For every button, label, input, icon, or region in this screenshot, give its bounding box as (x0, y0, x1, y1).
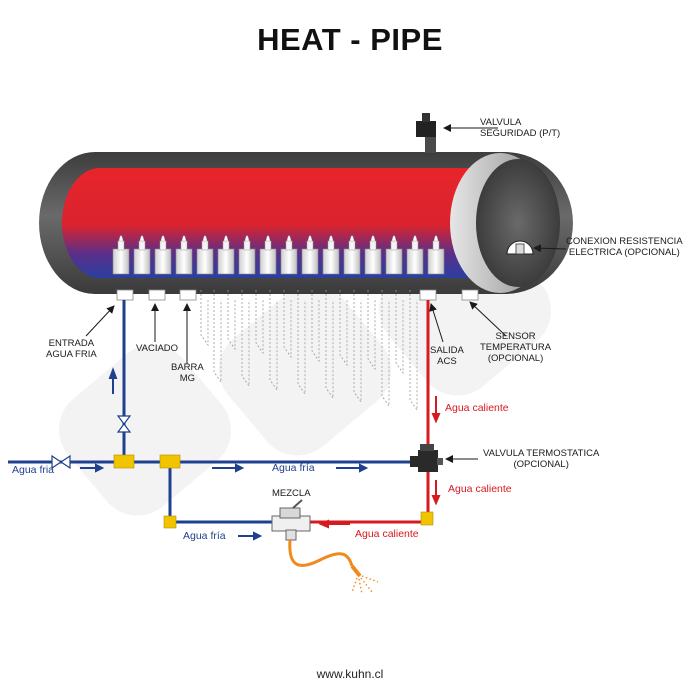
flow-label-agua-caliente-mixer: Agua caliente (355, 528, 419, 540)
label-barra-line1: BARRA (171, 362, 204, 373)
heat-pipe-tube (406, 235, 424, 275)
heat-pipe-tube (280, 235, 298, 275)
label-vaciado: VACIADO (136, 343, 179, 354)
flow-label-agua-caliente-top: Agua caliente (445, 402, 509, 414)
label-valvula-seguridad-line2: SEGURIDAD (P/T) (480, 128, 561, 139)
label-sensor-line1: SENSOR (495, 331, 536, 342)
label-entrada-line1: ENTRADA (48, 338, 95, 349)
label-valvula-seguridad-line1: VALVULA (480, 117, 522, 128)
evacuated-tube-outline (339, 290, 348, 367)
hot-water-pipes (310, 300, 430, 524)
diagram-title: HEAT - PIPE (257, 22, 443, 57)
yellow-tee-fittings (113, 454, 434, 529)
heat-pipe-tubes (112, 235, 445, 275)
label-sensor-line3: (OPCIONAL) (487, 353, 544, 364)
main-valve-icon (51, 454, 71, 470)
evacuated-tube-outline (269, 290, 278, 392)
heat-pipe-tube (112, 235, 130, 275)
mixer-valve-icon (271, 499, 311, 541)
heat-pipe-tube (175, 235, 193, 275)
label-conexion-resistencia: CONEXION RESISTENCIA ELECTRICA (OPCIONAL… (566, 236, 683, 258)
tank-end-face (476, 159, 560, 287)
cold-water-pipes (8, 300, 418, 524)
heat-pipe-tube (343, 235, 361, 275)
label-mezcla: MEZCLA (272, 488, 311, 499)
evacuated-tube-outline (297, 290, 306, 396)
flow-label-agua-fria-main: Agua fría (272, 462, 315, 474)
tank-fittings (116, 289, 479, 301)
label-termostatica-line2: (OPCIONAL) (513, 459, 569, 470)
evacuated-tube-outline (227, 290, 236, 351)
evacuated-tube-outline (395, 290, 404, 375)
label-salida-line1: SALIDA (430, 345, 464, 356)
flow-label-agua-caliente-mid: Agua caliente (448, 483, 512, 495)
heat-pipe-tube (259, 235, 277, 275)
evacuated-tubes-dashed (200, 290, 418, 412)
label-entrada-line2: AGUA FRIA (46, 349, 97, 360)
safety-valve-icon (416, 113, 436, 153)
footer-url: www.kuhn.cl (316, 667, 384, 681)
label-sensor-temperatura: SENSOR TEMPERATURA (OPCIONAL) (480, 331, 551, 364)
evacuated-tube-outline (283, 290, 292, 359)
label-salida-line2: ACS (437, 356, 457, 367)
label-conexion-line2: ELECTRICA (OPCIONAL) (568, 247, 680, 258)
flow-label-agua-fria-mixer: Agua fría (183, 530, 226, 542)
leader-arrows (85, 124, 567, 463)
label-barra-line2: MG (179, 373, 196, 384)
heat-pipe-tube (133, 235, 151, 275)
heat-pipe-tube (385, 235, 403, 275)
evacuated-tube-outline (241, 290, 250, 388)
heat-pipe-tube (196, 235, 214, 275)
watermark-logo (58, 224, 552, 516)
evacuated-tube-outline (213, 290, 222, 384)
evacuated-tube-outline (353, 290, 362, 404)
evacuated-tube-outline (381, 290, 390, 408)
heat-pipe-tube (322, 235, 340, 275)
label-valvula-termostatica: VALVULA TERMOSTATICA (OPCIONAL) (483, 448, 599, 470)
label-barra-mg: BARRA MG (171, 362, 204, 384)
label-entrada-agua-fria: ENTRADA AGUA FRIA (46, 338, 97, 360)
label-termostatica-line1: VALVULA TERMOSTATICA (483, 448, 600, 459)
heat-pipe-tube (427, 235, 445, 275)
heat-pipe-tube (154, 235, 172, 275)
evacuated-tube-outline (325, 290, 334, 400)
heat-pipe-tube (301, 235, 319, 275)
heat-pipe-tube (364, 235, 382, 275)
label-conexion-line1: CONEXION RESISTENCIA (566, 236, 683, 247)
heat-pipe-tube (217, 235, 235, 275)
hot-flow-arrows (318, 396, 441, 529)
evacuated-tube-outline (409, 290, 418, 412)
shower-hose-icon (288, 539, 379, 595)
label-sensor-line2: TEMPERATURA (480, 342, 552, 353)
label-valvula-seguridad: VALVULA SEGURIDAD (P/T) (480, 117, 560, 139)
flow-label-agua-fria-left: Agua fria (12, 464, 55, 476)
evacuated-tube-outline (200, 290, 209, 347)
thermostatic-valve-icon (410, 444, 443, 472)
inlet-valve-icon (116, 415, 132, 433)
heat-pipe-tube (238, 235, 256, 275)
cold-flow-arrows (80, 367, 369, 541)
label-salida-acs: SALIDA ACS (430, 345, 464, 367)
